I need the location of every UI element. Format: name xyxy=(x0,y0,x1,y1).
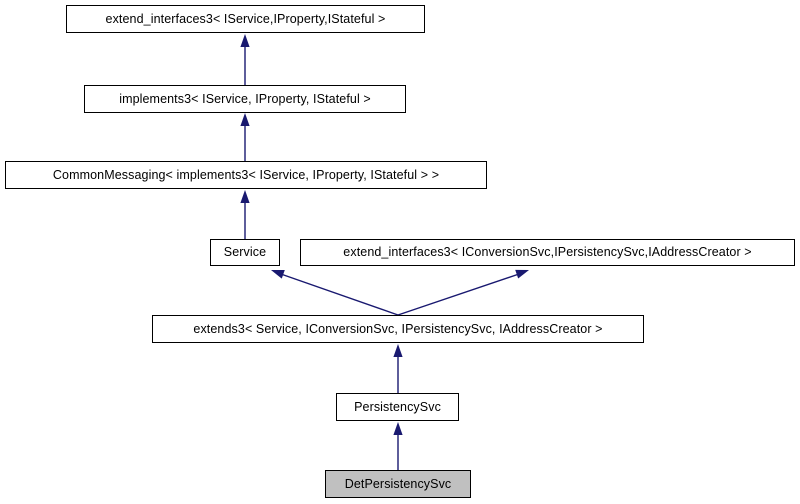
inheritance-edge-common-messaging-to-implements3 xyxy=(240,113,250,161)
class-node-persistency-svc[interactable]: PersistencySvc xyxy=(336,393,459,421)
class-node-label: extends3< Service, IConversionSvc, IPers… xyxy=(193,321,603,336)
class-node-label: extend_interfaces3< IService,IProperty,I… xyxy=(105,11,386,26)
inheritance-arrowhead-icon xyxy=(240,34,250,47)
inheritance-edge-implements3-to-extend-interfaces3-svc xyxy=(240,34,250,85)
class-node-common-messaging[interactable]: CommonMessaging< implements3< IService, … xyxy=(5,161,487,189)
inheritance-arrowhead-icon xyxy=(240,113,250,126)
class-node-implements3[interactable]: implements3< IService, IProperty, IState… xyxy=(84,85,406,113)
class-node-det-persistency-svc[interactable]: DetPersistencySvc xyxy=(325,470,471,498)
class-node-extends3[interactable]: extends3< Service, IConversionSvc, IPers… xyxy=(152,315,644,343)
class-node-label: DetPersistencySvc xyxy=(344,476,452,491)
class-node-label: extend_interfaces3< IConversionSvc,IPers… xyxy=(343,245,752,260)
class-node-label: implements3< IService, IProperty, IState… xyxy=(119,91,371,106)
inheritance-edge-persistency-svc-to-extends3 xyxy=(393,344,403,393)
inheritance-arrowhead-icon xyxy=(393,422,403,435)
class-node-service[interactable]: Service xyxy=(210,239,280,266)
inheritance-edge-det-persistency-svc-to-persistency-svc xyxy=(393,422,403,470)
class-node-extend-interfaces3-conv[interactable]: extend_interfaces3< IConversionSvc,IPers… xyxy=(300,239,795,266)
inheritance-arrowhead-icon xyxy=(515,269,529,279)
inheritance-edge-service-to-common-messaging xyxy=(240,190,250,239)
class-node-label: Service xyxy=(223,245,267,260)
edge-line xyxy=(397,272,523,316)
class-node-label: CommonMessaging< implements3< IService, … xyxy=(52,167,440,182)
inheritance-edge-extends3-to-extend-interfaces3-conv xyxy=(397,269,529,316)
inheritance-arrowhead-icon xyxy=(271,269,285,279)
inheritance-arrowhead-icon xyxy=(393,344,403,357)
class-node-extend-interfaces3-svc[interactable]: extend_interfaces3< IService,IProperty,I… xyxy=(66,5,425,33)
inheritance-arrowhead-icon xyxy=(240,190,250,203)
inheritance-edge-extends3-to-service xyxy=(271,269,399,316)
edge-line xyxy=(277,272,399,316)
class-node-label: PersistencySvc xyxy=(354,399,441,414)
